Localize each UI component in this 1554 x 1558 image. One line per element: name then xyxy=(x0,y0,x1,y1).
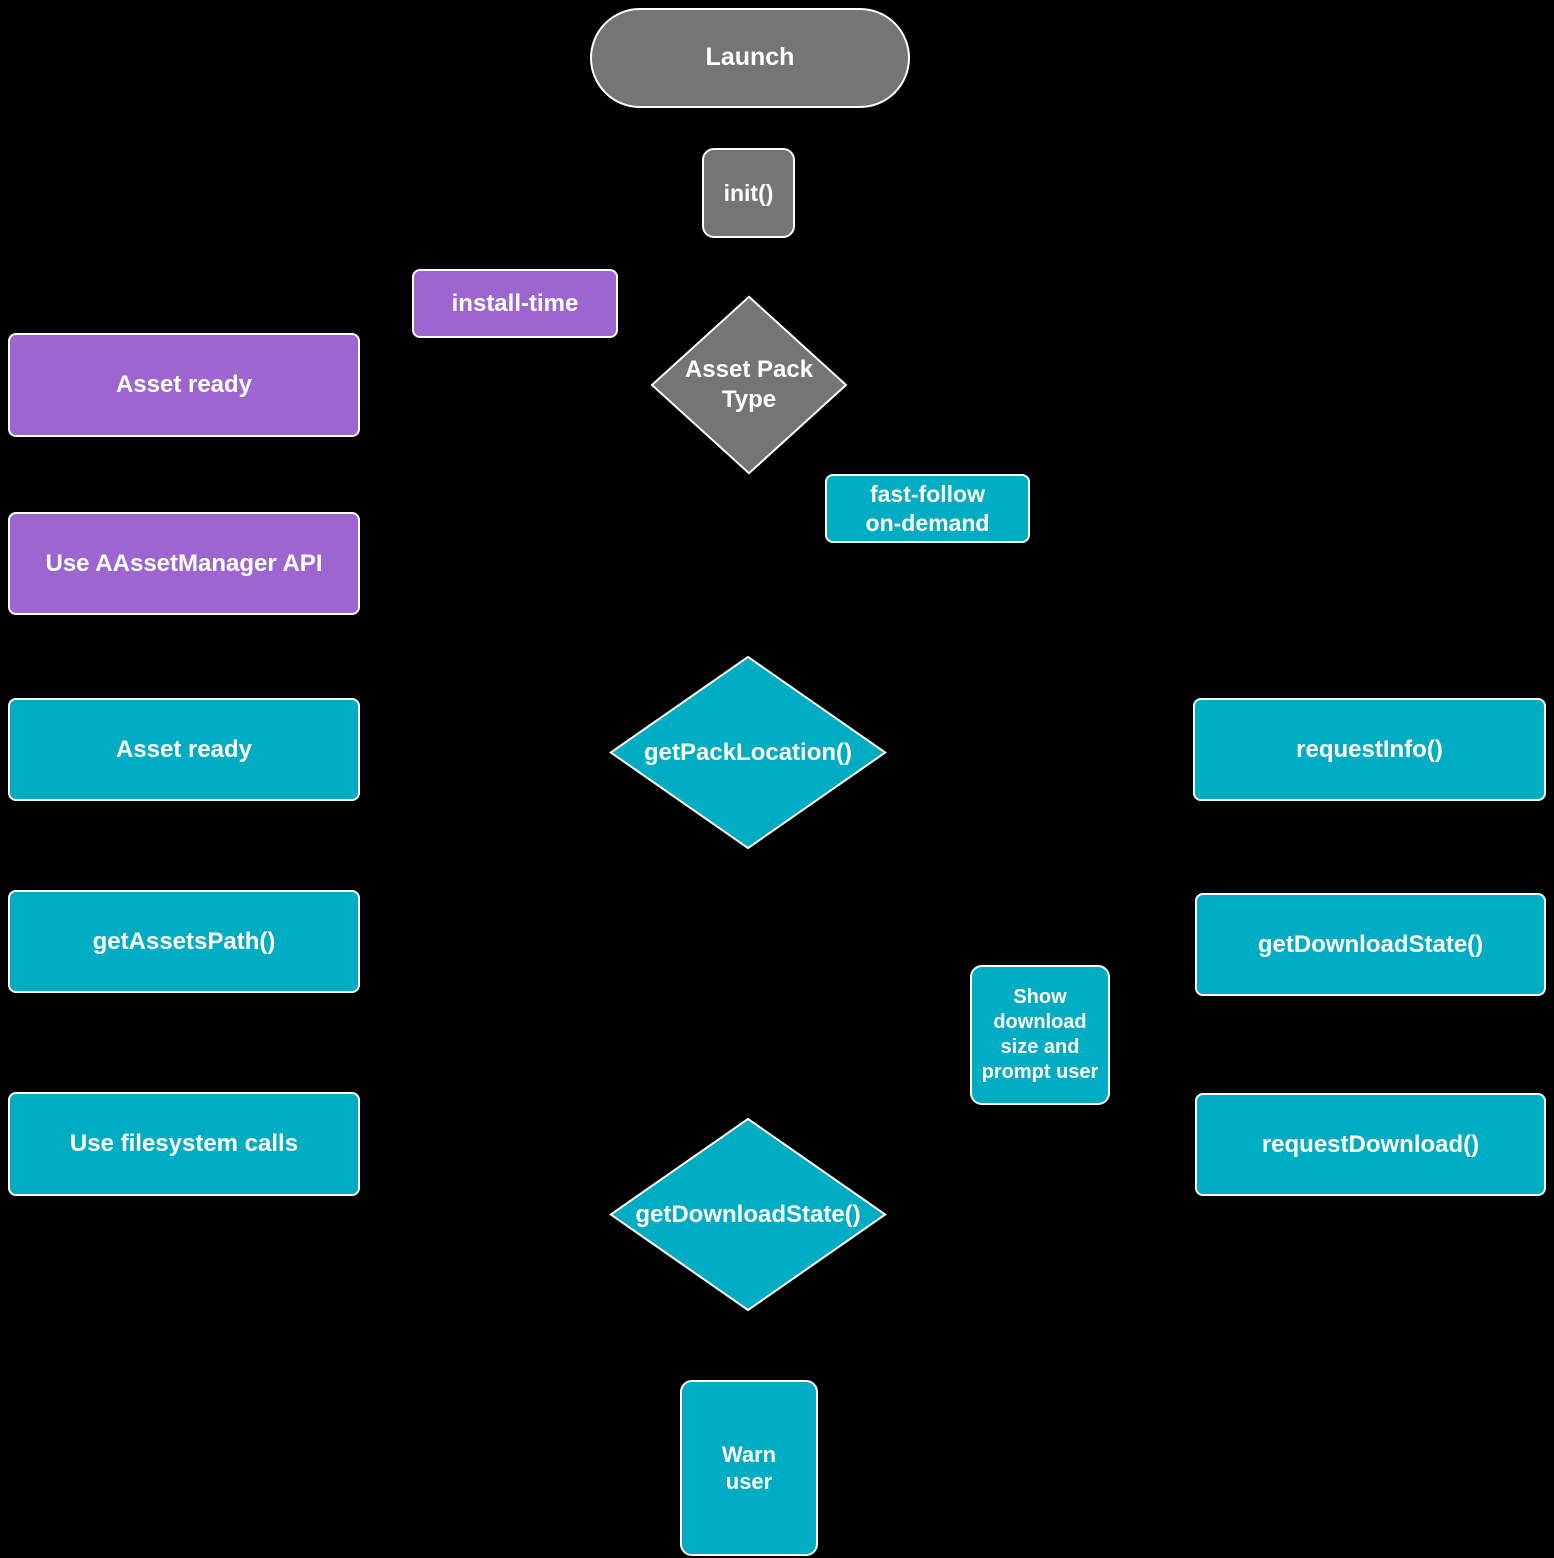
node-asset-ready-pack: Asset ready xyxy=(8,698,360,801)
node-get-download-state-decision: getDownloadState() xyxy=(608,1117,888,1312)
node-init-label: init() xyxy=(723,179,774,206)
node-get-assets-path-label: getAssetsPath() xyxy=(92,927,276,955)
node-fast-follow-on-demand-label: fast-follow on-demand xyxy=(865,480,990,536)
node-get-download-state-decision-label: getDownloadState() xyxy=(635,1200,861,1228)
node-show-download-size-label: Show download size and prompt user xyxy=(981,986,1099,1083)
node-request-download-label: requestDownload() xyxy=(1261,1130,1480,1158)
node-get-download-state-action-label: getDownloadState() xyxy=(1257,930,1484,958)
node-asset-pack-type: Asset Pack Type xyxy=(650,295,848,475)
node-get-pack-location-label: getPackLocation() xyxy=(643,738,853,766)
node-asset-ready-install: Asset ready xyxy=(8,333,360,437)
node-asset-pack-type-label: Asset Pack Type xyxy=(684,356,814,413)
diamond-shape xyxy=(608,655,888,850)
node-show-download-size: Show download size and prompt user xyxy=(970,965,1110,1105)
node-use-filesystem-calls-label: Use filesystem calls xyxy=(69,1130,299,1157)
node-warn-user-label: Warn user xyxy=(721,1441,777,1495)
node-use-filesystem-calls: Use filesystem calls xyxy=(8,1092,360,1196)
node-init: init() xyxy=(702,148,795,238)
node-request-info-label: requestInfo() xyxy=(1296,735,1443,763)
node-request-info: requestInfo() xyxy=(1193,698,1546,801)
node-warn-user: Warn user xyxy=(680,1380,818,1556)
diamond-shape xyxy=(608,1117,888,1312)
node-launch: Launch xyxy=(590,8,910,108)
node-launch-label: Launch xyxy=(705,43,795,72)
node-get-pack-location: getPackLocation() xyxy=(608,655,888,850)
node-use-aassetmanager-api-label: Use AAssetManager API xyxy=(45,549,323,577)
node-use-aassetmanager-api: Use AAssetManager API xyxy=(8,512,360,615)
node-asset-ready-install-label: Asset ready xyxy=(115,371,253,398)
node-install-time: install-time xyxy=(412,269,618,338)
node-install-time-label: install-time xyxy=(451,289,579,317)
node-request-download: requestDownload() xyxy=(1195,1093,1546,1196)
diamond-shape xyxy=(650,295,848,475)
node-get-assets-path: getAssetsPath() xyxy=(8,890,360,993)
node-asset-ready-pack-label: Asset ready xyxy=(115,735,253,763)
node-get-download-state-action: getDownloadState() xyxy=(1195,893,1546,996)
node-fast-follow-on-demand: fast-follow on-demand xyxy=(825,474,1030,543)
